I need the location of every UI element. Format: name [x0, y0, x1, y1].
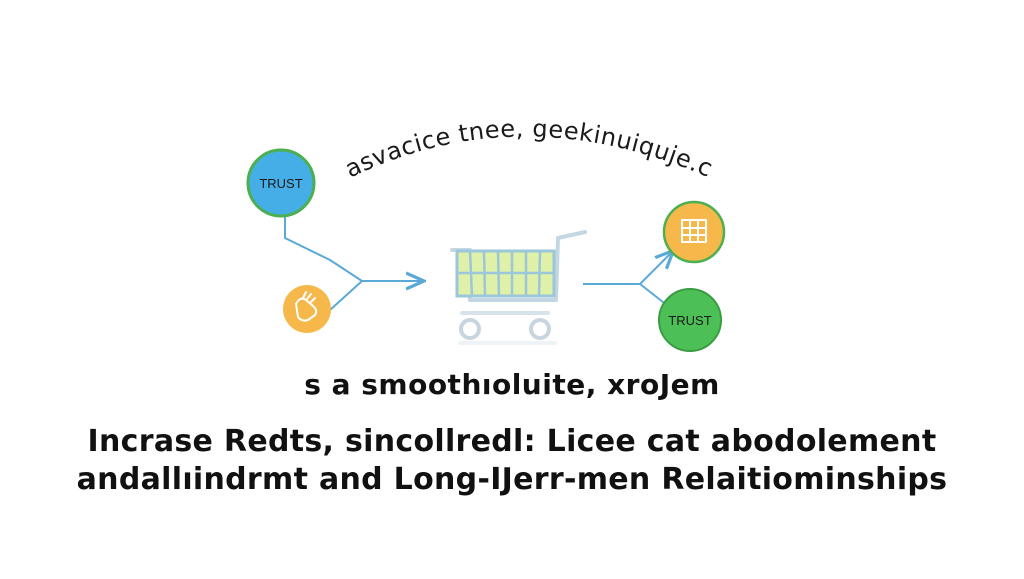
hand-node — [283, 285, 331, 333]
left-connector — [284, 212, 422, 311]
hand-icon — [295, 291, 318, 322]
trust-label-left: TRUST — [259, 176, 302, 191]
arc-caption: asvacice tnee, geekinuiquje.cox — [0, 0, 717, 183]
headline-line-2: andallıindrmt and Long-IJerr-men Relaiti… — [76, 462, 948, 497]
package-node — [662, 200, 726, 264]
tagline: s a smoothıoluite, xroJem — [304, 368, 720, 401]
shopping-cart-icon — [450, 230, 587, 345]
trust-label-right: TRUST — [668, 313, 711, 328]
right-connector — [583, 252, 672, 307]
headline-line-1: Incrase Redts, sincollredl: Licee cat ab… — [87, 424, 937, 459]
trust-node-left: TRUST — [246, 148, 316, 218]
package-icon — [681, 219, 707, 243]
trust-node-right: TRUST — [658, 288, 722, 352]
